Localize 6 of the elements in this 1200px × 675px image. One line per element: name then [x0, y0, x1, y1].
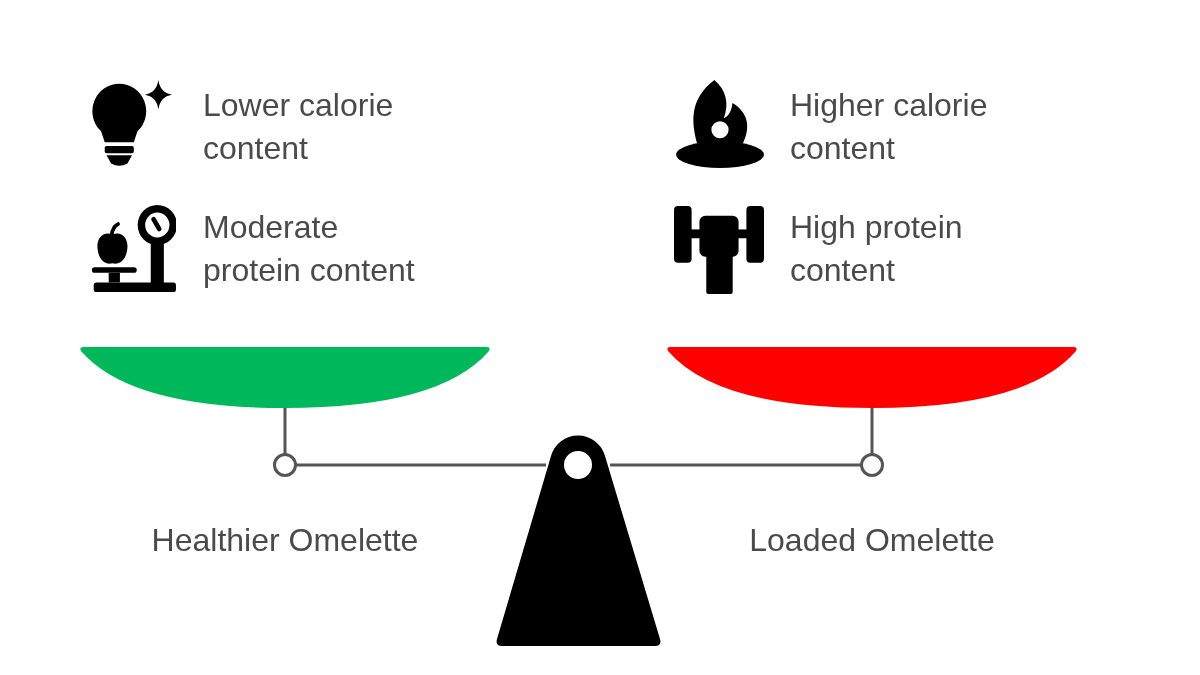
feature-text: Moderate protein content — [203, 208, 416, 290]
omelette-label: Loaded Omelette — [749, 521, 995, 560]
feature-text: High protein content — [790, 208, 964, 290]
feature-text: Higher calorie content — [790, 86, 989, 168]
omelette-label: Healthier Omelette — [151, 521, 419, 560]
feature-text: Lower calorie content — [203, 86, 395, 168]
